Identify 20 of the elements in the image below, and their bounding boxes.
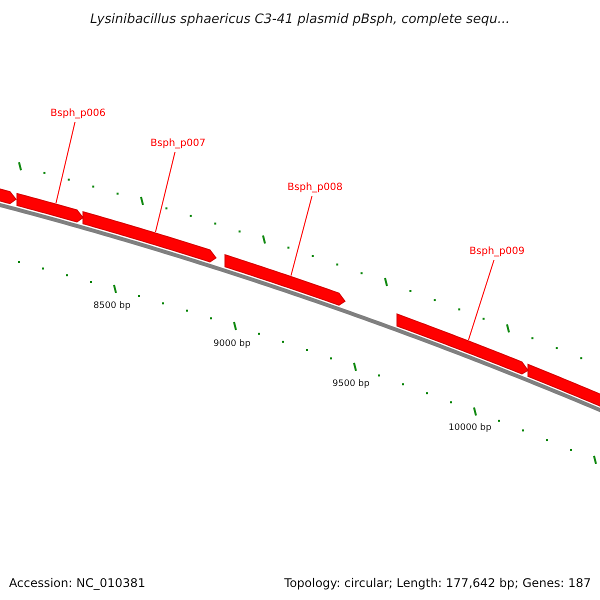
gene-label: Bsph_p008 [287, 182, 343, 193]
gene-label: Bsph_p009 [469, 246, 525, 257]
sequence-info-text: Topology: circular; Length: 177,642 bp; Genes: 187 [284, 575, 591, 592]
gene-feature [396, 313, 529, 374]
position-label: 10000 bp [448, 422, 492, 435]
leader-line [290, 196, 312, 276]
gene-feature [0, 186, 17, 204]
chart-title: Lysinibacillus sphaericus C3-41 plasmid pBsph, complete sequ... [89, 11, 511, 29]
gene-label: Bsph_p007 [150, 138, 206, 149]
gene-feature [82, 211, 217, 262]
gene-label: Bsph_p006 [50, 108, 106, 119]
leader-line [155, 152, 176, 232]
leader-line [468, 260, 494, 340]
position-label: 8500 bp [93, 300, 131, 313]
position-label: 9000 bp [213, 338, 251, 351]
gene-feature [16, 192, 84, 222]
leader-line [56, 122, 76, 204]
gene-feature [224, 254, 346, 306]
accession-text: Accession: NC_010381 [9, 575, 146, 592]
position-label: 9500 bp [332, 378, 370, 391]
